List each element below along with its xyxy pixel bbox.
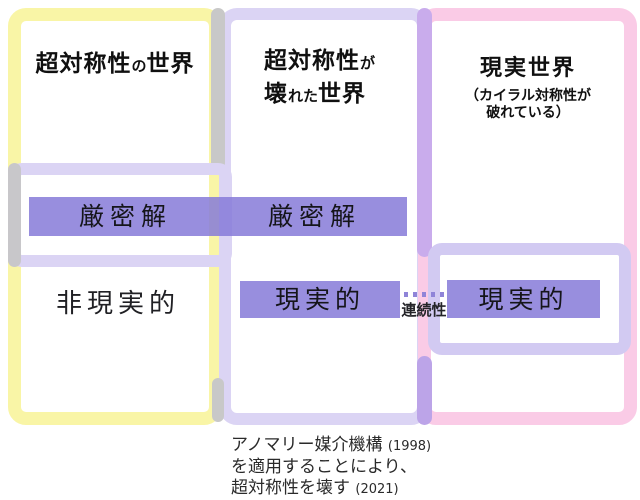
left-world-title-part: 世界 [146,51,195,77]
broken-world-title-particle: が [360,54,376,72]
broken-world-title-line2: 壊れた世界 [264,79,424,112]
broken-world-title-part: 超対称性 [264,48,360,74]
continuity-label: 連続性 [401,301,447,319]
exact-solution-region-left-cap [8,163,21,267]
real-world-subtitle-line1: （カイラル対称性が [465,88,591,104]
exact-solution-label-mid: 厳密解 [267,202,361,231]
mid-right-divider-bottom [417,356,432,425]
broken-world-title-part: 世界 [318,81,367,107]
broken-world-title-line1: 超対称性が [264,46,424,79]
caption-line3-year: (2021) [355,482,399,497]
real-world-subtitle: （カイラル対称性が 破れている） [432,88,624,122]
exact-solution-band: 厳密解 厳密解 [29,197,407,236]
realistic-label-mid: 現実的 [274,285,365,314]
realistic-region-frame [428,243,631,355]
left-world-title-particle: の [131,57,147,75]
real-world-title-main: 現実世界 [479,56,576,81]
realistic-label-right: 現実的 [478,284,569,314]
caption-line1-text: アノマリー媒介機構 [231,435,383,455]
caption-line3: 超対称性を壊す (2021) [231,478,501,500]
mid-right-divider-top [417,8,432,257]
broken-world-title-particle: れた [288,87,319,105]
broken-world-title: 超対称性が 壊れた世界 [264,46,424,112]
continuity-dotted-line [404,292,448,297]
caption-line2: を適用することにより、 [231,457,501,478]
left-mid-divider-bottom [212,378,224,422]
caption: アノマリー媒介機構 (1998) を適用することにより、 超対称性を壊す (20… [231,435,501,500]
caption-line1-year: (1998) [387,439,432,454]
caption-line3-text: 超対称性を壊す [231,478,350,498]
caption-line2-text: を適用することにより、 [231,457,417,477]
realistic-band-mid: 現実的 [240,281,400,318]
exact-solution-label-left: 厳密解 [78,202,172,231]
left-mid-divider-top [211,8,225,170]
unrealistic-label: 非現実的 [55,289,180,319]
realistic-band-right: 現実的 [447,280,600,318]
caption-line1: アノマリー媒介機構 (1998) [231,435,501,457]
real-world-title: 現実世界 （カイラル対称性が 破れている） [432,50,624,122]
broken-world-title-part: 壊 [264,81,288,107]
real-world-subtitle-line2: 破れている） [486,105,570,121]
left-world-title-part: 超対称性 [35,51,132,77]
left-world-title: 超対称性の世界 [21,44,209,78]
